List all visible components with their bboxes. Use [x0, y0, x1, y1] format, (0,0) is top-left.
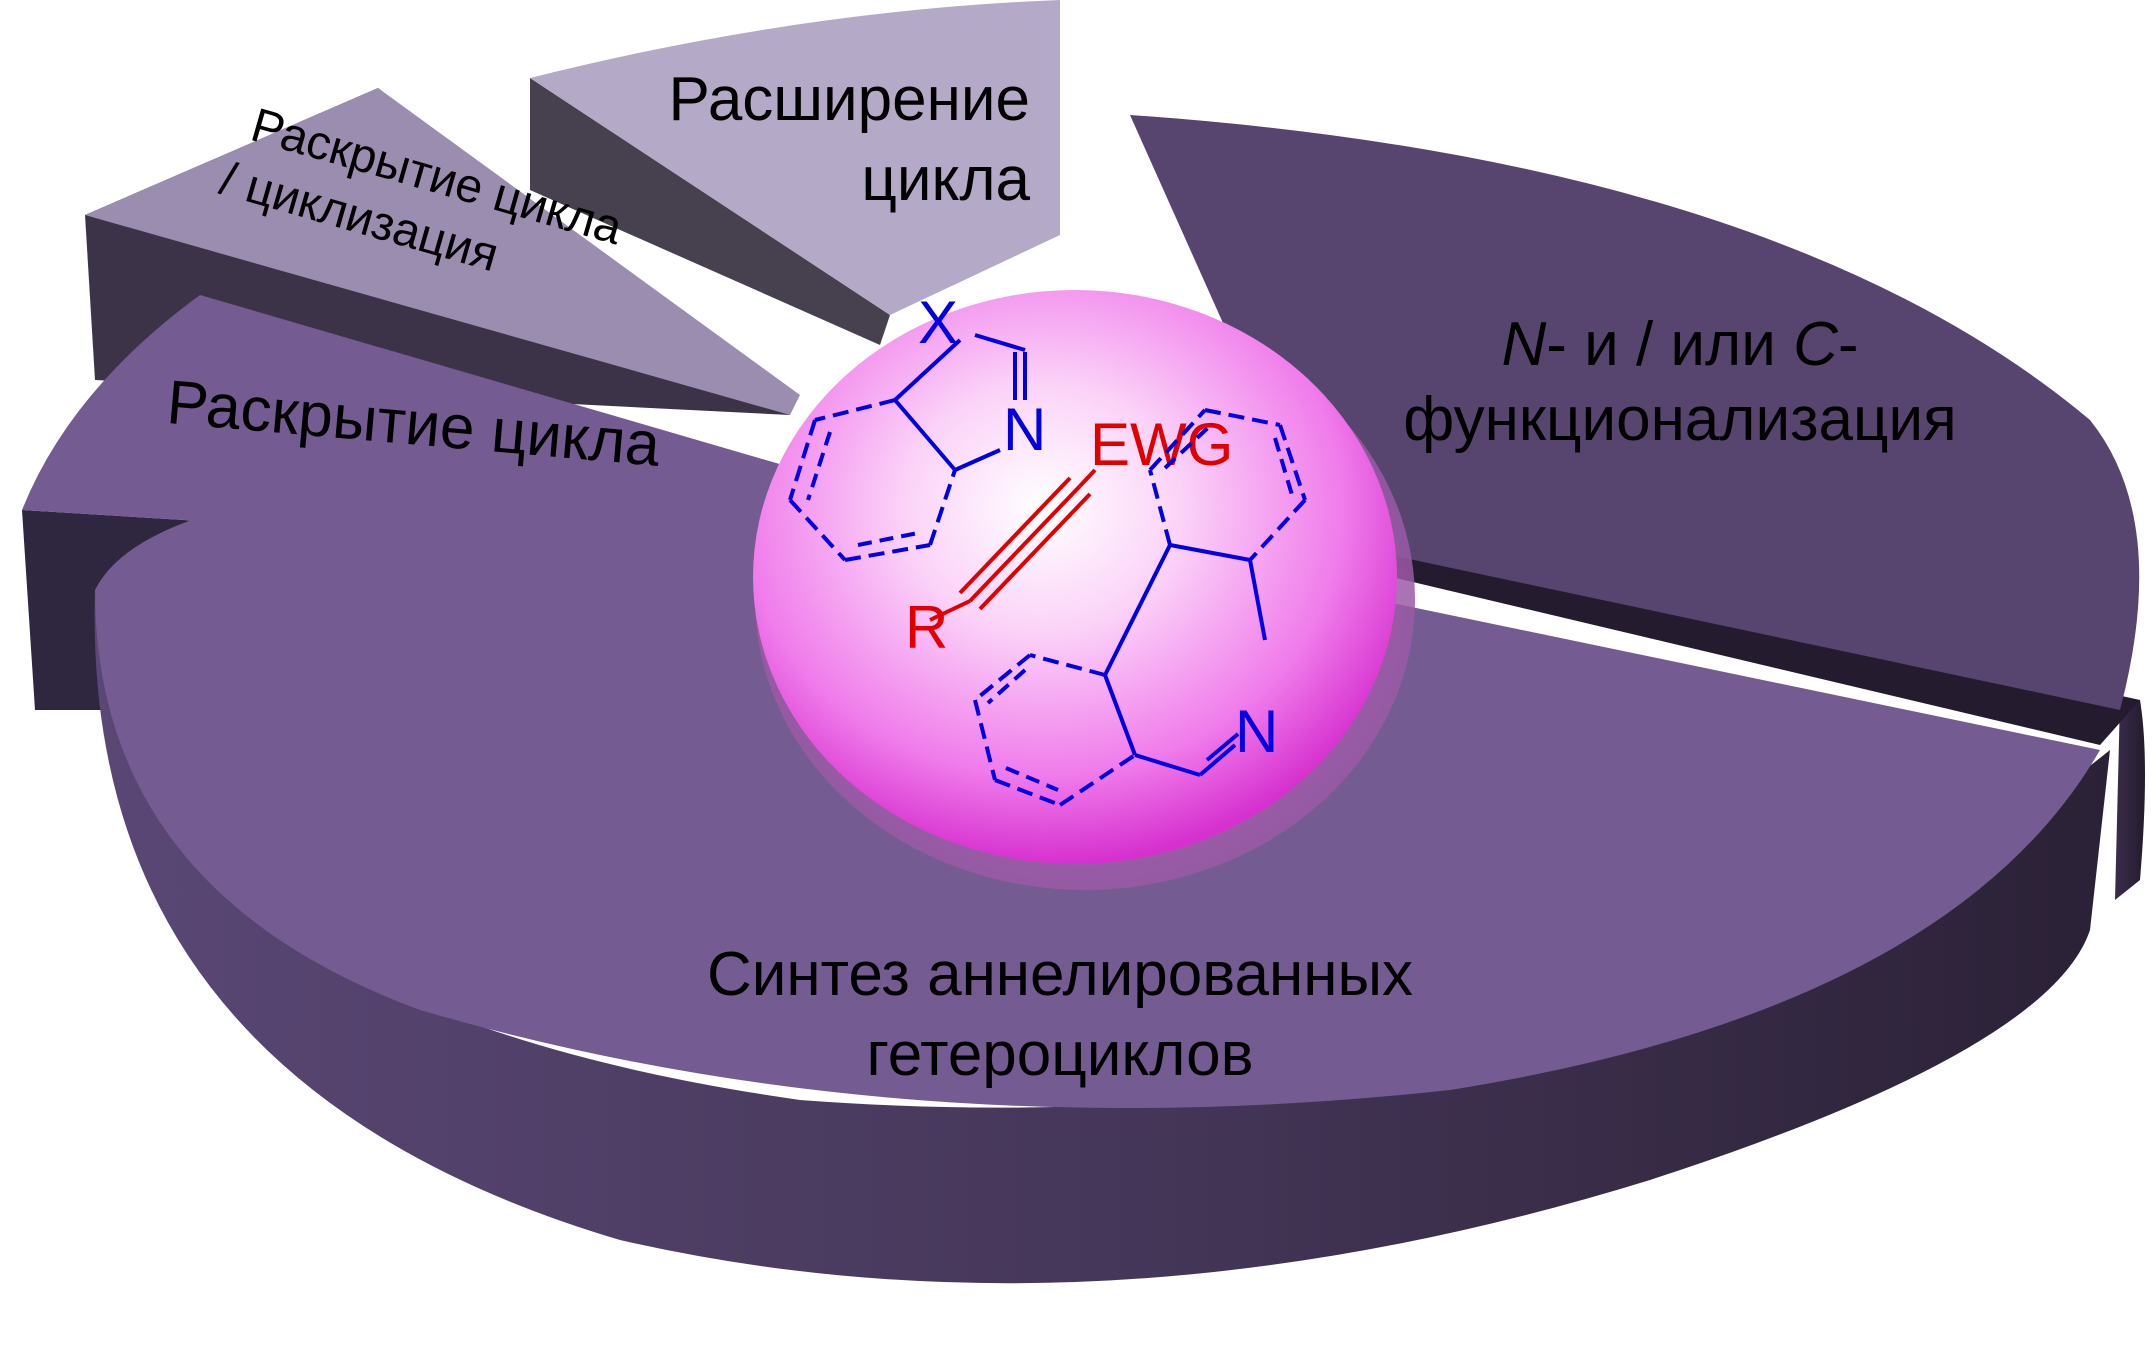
label-functionalization-line2: функционализация: [1403, 385, 1956, 454]
line1-mid: - и / или: [1546, 310, 1793, 379]
label-ring-expansion-line1: Расширение: [669, 65, 1030, 134]
label-functionalization: N- и / или C- функционализация: [1403, 310, 1956, 454]
italic-c: C: [1793, 310, 1839, 379]
slice-functionalization: [1130, 115, 2145, 900]
label-annulated: Синтез аннелированных гетероциклов: [707, 940, 1413, 1089]
slice-ring-expansion: [530, 0, 1060, 345]
chemical-structure: X N EWG R: [788, 289, 1307, 807]
atom-n-bottom-label: N: [1235, 698, 1278, 765]
atom-n-top-label: N: [1003, 396, 1046, 463]
group-r-label: R: [905, 594, 948, 661]
italic-n: N: [1501, 310, 1546, 379]
group-ewg-label: EWG: [1090, 411, 1233, 478]
center-sphere: [753, 290, 1415, 890]
label-functionalization-line1: N- и / или C-: [1501, 310, 1858, 379]
label-annulated-line2: гетероциклов: [866, 1020, 1253, 1089]
label-ring-expansion-line2: цикла: [861, 145, 1030, 214]
atom-x-label: X: [918, 289, 958, 356]
label-ring-expansion: Расширение цикла: [669, 65, 1031, 214]
line1-end: -: [1838, 310, 1859, 379]
label-annulated-line1: Синтез аннелированных: [707, 940, 1413, 1009]
